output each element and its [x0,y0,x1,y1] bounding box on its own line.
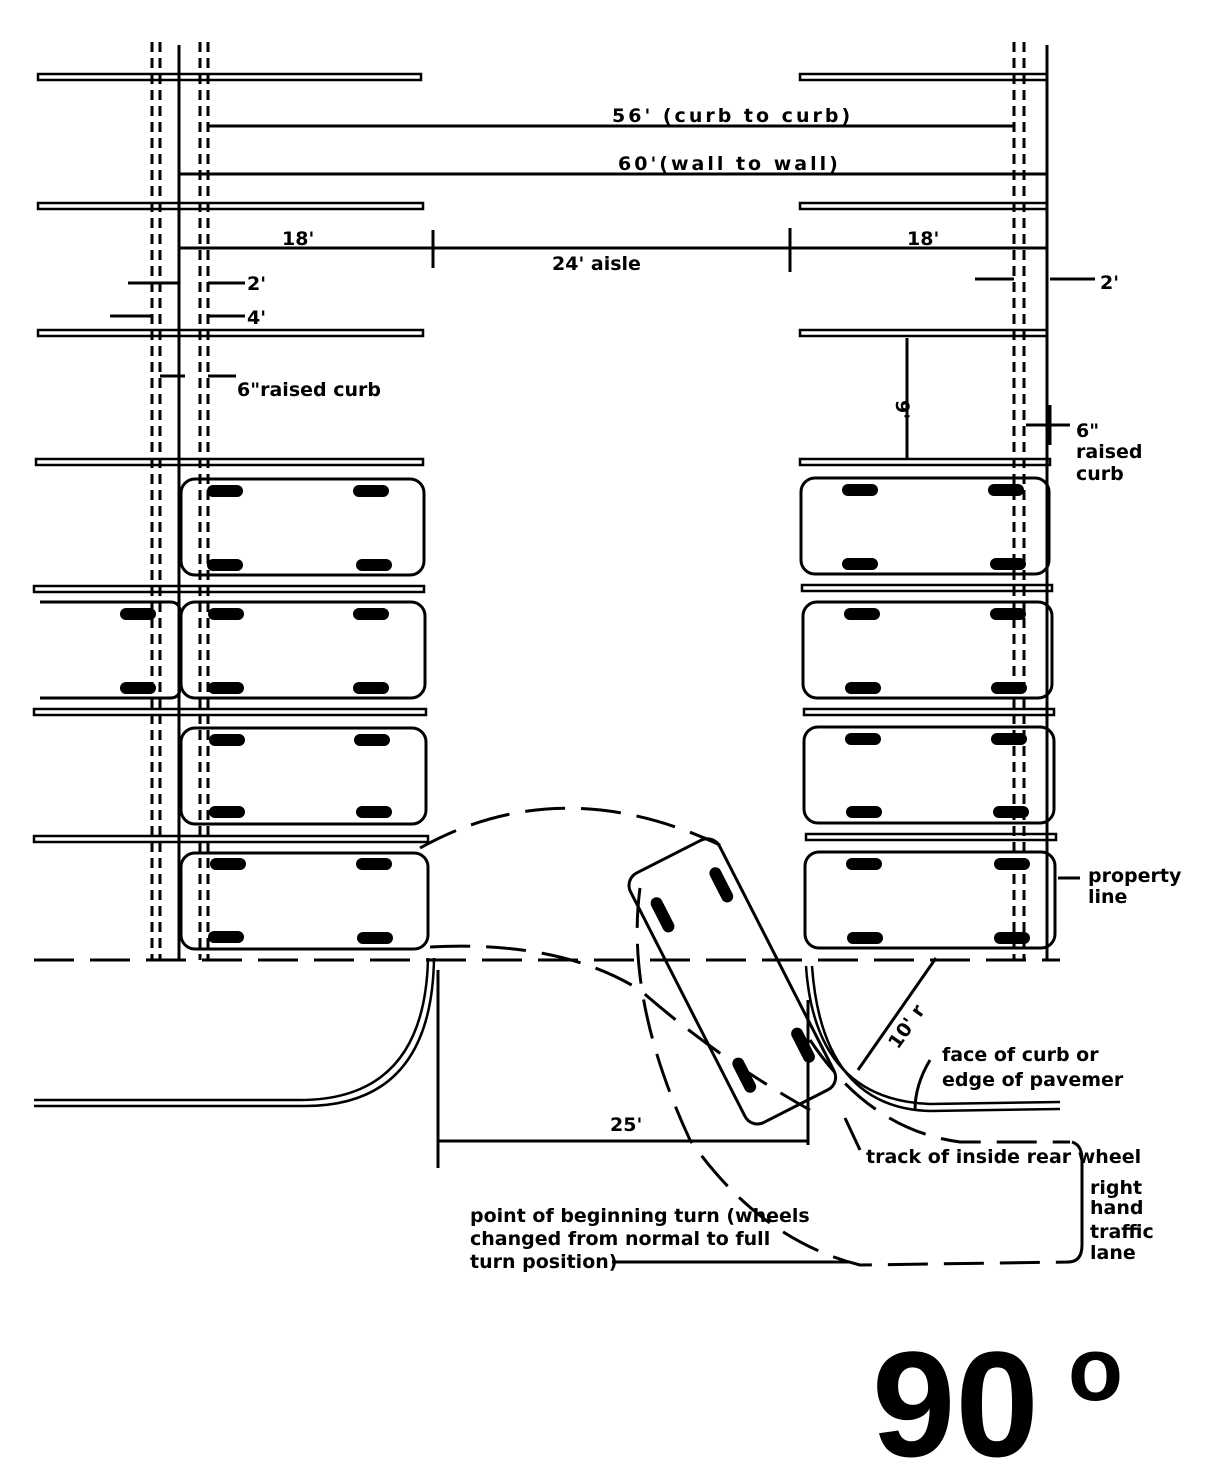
car-right-1 [799,476,1051,576]
angle-title: 90 o [872,1320,1123,1473]
beginning-turn-label: point of beginning turn (wheels changed … [470,1205,810,1273]
left-offset-4-label: 4' [247,307,266,329]
svg-text:right: right [1090,1177,1142,1199]
raised-curb-left-label: 6"raised curb [237,379,381,401]
car-left-4 [179,851,430,951]
track-inside-rear-wheel-label: track of inside rear wheel [866,1146,1141,1168]
right-offset-2-label: 2' [1100,272,1119,294]
turning-car [627,837,838,1126]
svg-text:line: line [1088,886,1127,908]
svg-text:lane: lane [1090,1242,1136,1264]
car-left-2 [179,600,427,700]
car-left-1 [179,477,426,577]
property-line-label: property line [1088,865,1182,908]
curb-returns [34,957,1061,1168]
car-left-partial [40,600,182,700]
wall-to-wall-label: 60'(wall to wall) [618,153,841,175]
entrance-width-label: 25' [610,1114,642,1136]
right-stall-dividers [798,72,1058,842]
svg-text:point of beginning turn (wh: point of beginning turn (wheels [470,1205,810,1227]
right-hand-traffic-lane-label: right hand traffic lane [1090,1177,1154,1264]
car-right-2 [801,600,1054,700]
svg-text:hand: hand [1090,1197,1143,1219]
raised-curb-right-label: 6" raised curb [1076,420,1143,485]
angle-title-degree: o [1068,1320,1123,1420]
left-offset-2-label: 2' [247,273,266,295]
dimension-lines [110,124,1095,880]
svg-text:6": 6" [1076,420,1099,442]
stall-width-label: 9' [891,400,913,419]
curb-to-curb-label: 56' (curb to curb) [612,105,853,127]
face-of-curb-label: face of curb or edge of pavemer [942,1044,1124,1091]
car-left-3 [179,726,428,826]
stall-depth-right-label: 18' [907,228,939,250]
svg-text:property: property [1088,865,1182,887]
svg-text:edge of pavemer: edge of pavemer [942,1069,1124,1091]
left-stall-dividers [32,72,430,844]
left-wall-curb-lines [150,42,210,960]
turning-path [419,806,1084,1267]
svg-text:turn position): turn position) [470,1251,617,1273]
stall-depth-left-label: 18' [282,228,314,250]
angle-title-number: 90 [872,1320,1039,1473]
left-parked-cars [40,477,430,951]
right-parked-cars [799,476,1057,950]
svg-text:changed from normal to ful: changed from normal to full [470,1228,770,1250]
car-right-3 [802,725,1056,825]
svg-text:traffic: traffic [1090,1221,1154,1243]
svg-text:raised: raised [1076,441,1143,463]
right-wall-curb-lines [1012,42,1049,960]
svg-text:face of curb or: face of curb or [942,1044,1099,1066]
car-right-4 [803,850,1057,950]
aisle-label: 24' aisle [552,253,641,275]
svg-text:curb: curb [1076,463,1124,485]
turn-radius-label: 10' r [884,1000,930,1053]
